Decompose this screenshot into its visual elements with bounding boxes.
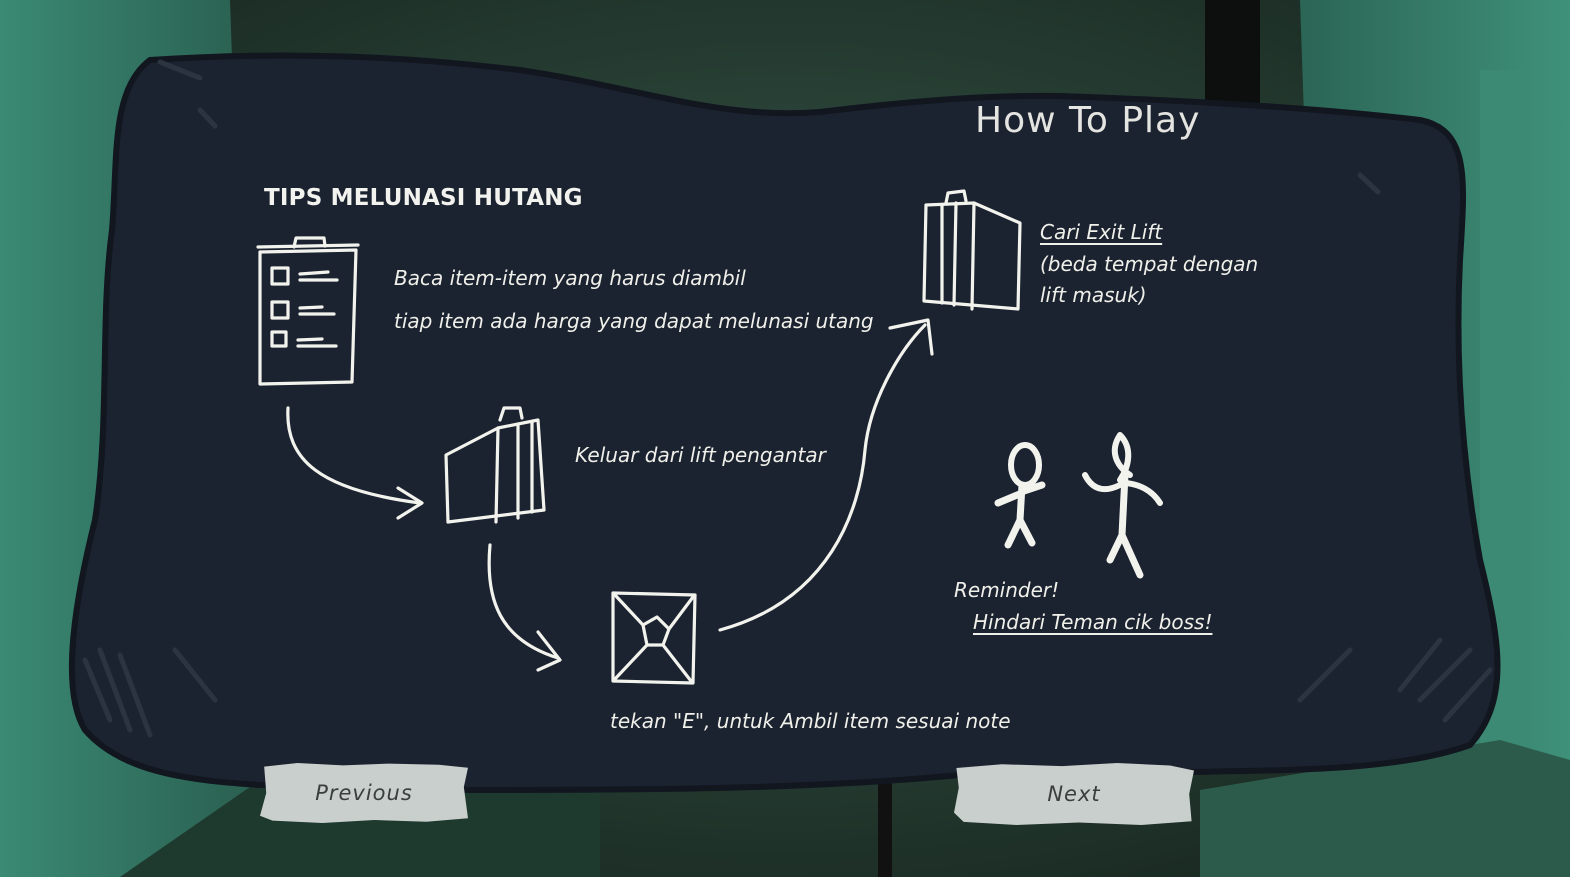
arrow-icon bbox=[718, 318, 934, 632]
tips-heading: TIPS MELUNASI HUTANG bbox=[264, 185, 583, 211]
clipboard-icon bbox=[256, 236, 360, 386]
previous-button[interactable]: Previous bbox=[260, 763, 468, 823]
arrow-icon bbox=[487, 543, 562, 672]
page-title: How To Play bbox=[975, 100, 1201, 141]
briefcase-icon bbox=[444, 406, 546, 524]
item-box-icon bbox=[611, 591, 697, 685]
step-take-item-text: tekan "E", untuk Ambil item sesuai note bbox=[610, 709, 1011, 733]
reminder-text: Hindari Teman cik boss! bbox=[973, 610, 1213, 634]
step-find-exit-title: Cari Exit Lift bbox=[1040, 220, 1163, 244]
next-button[interactable]: Next bbox=[954, 763, 1194, 825]
step-find-exit-text-2: (beda tempat dengan bbox=[1040, 252, 1259, 276]
lift-icon bbox=[922, 189, 1022, 311]
step-read-text-2: tiap item ada harga yang dapat melunasi … bbox=[394, 309, 874, 333]
step-read-text-1: Baca item-item yang harus diambil bbox=[394, 266, 746, 290]
step-find-exit-text-3: lift masuk) bbox=[1040, 283, 1147, 307]
step-exit-lift-text: Keluar dari lift pengantar bbox=[575, 443, 826, 467]
arrow-icon bbox=[286, 406, 424, 520]
monster-icon bbox=[994, 432, 1163, 579]
reminder-label: Reminder! bbox=[954, 578, 1060, 602]
